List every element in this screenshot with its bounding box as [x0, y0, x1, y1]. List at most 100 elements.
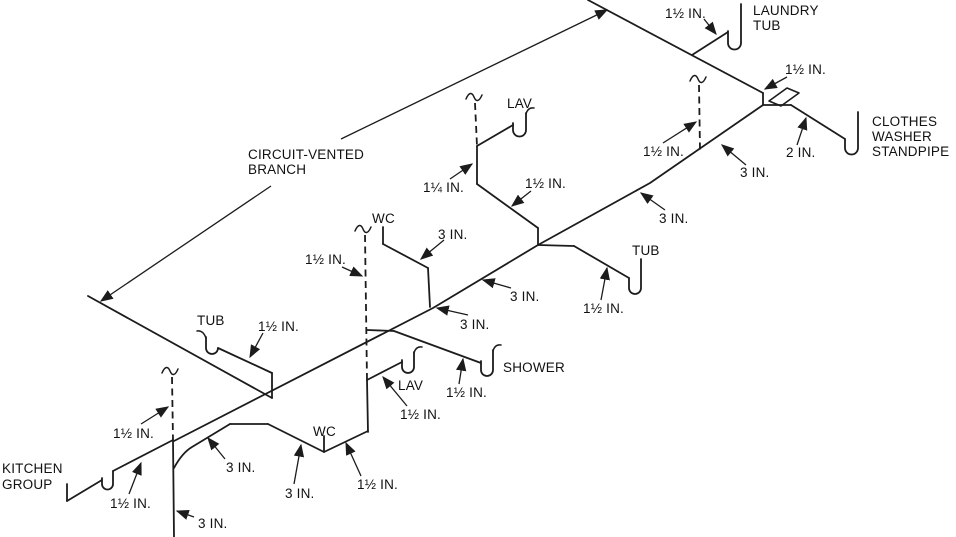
shower-inlet-hook [492, 344, 502, 352]
dim-vent-upper: 1½ IN. [643, 144, 684, 159]
upper-branch-piping [587, 0, 859, 156]
label-kitchen-group-line1: KITCHEN [2, 461, 63, 476]
kitchen-vent-break-squiggle [161, 366, 179, 376]
dim-stack-3in: 3 IN. [198, 516, 228, 531]
vent-lines [161, 74, 707, 441]
leader-branch-top-3in [721, 144, 747, 166]
label-tub-left: TUB [197, 313, 225, 328]
leader-vent-mid [341, 266, 364, 277]
shower-jog [366, 329, 395, 332]
leader-wc-lower-3in [293, 443, 305, 485]
label-lav-upper: LAV [507, 96, 532, 111]
mid-vent-dashed [364, 234, 368, 381]
dim-tub-left: 1½ IN. [258, 319, 299, 334]
lav-lower-inlet-hook [413, 346, 423, 354]
dim-stack-branch-3in: 3 IN. [226, 460, 256, 475]
leader-vent-kitchen [140, 406, 170, 425]
kitchen-branch-line-2 [112, 439, 174, 472]
wye-fitting-glyph [768, 87, 800, 107]
dim-lav-lower: 1½ IN. [400, 407, 441, 422]
caption-circuit-vented-line2: BRANCH [248, 162, 306, 177]
lav-upper-trap [512, 112, 527, 138]
wc-upper-vertical-drop [427, 267, 431, 308]
dim-branch-upper-mid-3in: 3 IN. [659, 211, 689, 226]
leader-branch-seg-left-3in [435, 305, 469, 316]
label-tub-right: TUB [632, 243, 660, 258]
branch-to-stack-curve [173, 423, 231, 469]
leader-caption-lower [99, 185, 272, 302]
lav-lower-trap [401, 351, 415, 374]
lav-upper-vent-break-squiggle [465, 92, 483, 102]
leader-vent-upper [662, 121, 698, 144]
dim-vent-kitchen: 1½ IN. [113, 426, 154, 441]
shower-trap [480, 349, 494, 377]
mid-vertical-riser [366, 379, 369, 433]
upper-branch-main-line [587, 0, 764, 94]
label-shower: SHOWER [503, 360, 565, 375]
label-wc-upper: WC [372, 211, 395, 226]
leader-standpipe-2in [796, 116, 808, 146]
leader-lav-upper-diag [510, 190, 532, 207]
dim-kitchen-branch: 1½ IN. [110, 496, 151, 511]
leader-laundry-branch [703, 18, 717, 36]
leader-lav-lower [382, 375, 408, 407]
lav-upper-diagonal [476, 183, 539, 229]
mid-vent-break-squiggle [354, 224, 372, 234]
kitchen-branch-line-1 [66, 479, 103, 502]
tub-left-inlet-hook [196, 330, 207, 339]
label-laundry-tub-line2: TUB [753, 18, 781, 33]
laundry-tub-trap [727, 3, 742, 51]
leader-wc-upper-3in [419, 239, 445, 260]
standpipe-2in-line [790, 104, 846, 140]
upper-vent-dashed [698, 84, 701, 151]
dim-vent-mid: 1½ IN. [305, 252, 346, 267]
leader-upper-transition [763, 76, 788, 90]
wc-upper-diagonal [382, 243, 429, 269]
dim-branch-seg-left-3in: 3 IN. [460, 317, 490, 332]
tub-left-assembly [196, 330, 273, 399]
wc-to-lav-diagonal [323, 430, 369, 453]
dim-wc-upper-3in: 3 IN. [438, 227, 468, 242]
lav-upper-trap-arm [476, 124, 514, 147]
dim-tub-right: 1½ IN. [583, 301, 624, 316]
lower-fixture-cluster [267, 329, 502, 453]
leader-shower [456, 357, 467, 385]
leader-stack-branch-3in [207, 436, 226, 460]
diagram-labels: LAUNDRY TUB 1½ IN. 1½ IN. CLOTHES WASHER… [2, 3, 949, 531]
tub-left-branch-line [87, 295, 273, 399]
dim-lav-upper-diag: 1½ IN. [525, 176, 566, 191]
stack-vertical [172, 439, 175, 537]
kitchen-stack-assembly [66, 423, 269, 537]
lav-upper-vent-dashed [474, 102, 478, 147]
leader-tub-left [249, 332, 264, 359]
tub-left-trap-arm [217, 347, 273, 374]
dim-wc-to-lav: 1½ IN. [357, 477, 398, 492]
wc-lower-drain-diagonal [267, 423, 325, 453]
dim-branch-top-3in: 3 IN. [740, 165, 770, 180]
upper-vent-break-squiggle [689, 74, 707, 84]
leader-branch-upper-mid-3in [639, 192, 666, 211]
label-clothes-washer-line2: WASHER [872, 129, 932, 144]
label-clothes-washer-line1: CLOTHES [872, 114, 937, 129]
dim-standpipe-2in: 2 IN. [786, 145, 816, 160]
leader-caption-upper [340, 9, 609, 140]
leader-wc-to-lav [345, 441, 362, 477]
shower-diagonal [393, 330, 482, 364]
dim-laundry-branch: 1½ IN. [665, 6, 706, 21]
leader-stack-3in [175, 509, 195, 520]
label-kitchen-group-line2: GROUP [2, 477, 53, 492]
tub-left-trap [205, 336, 219, 355]
dim-branch-seg-right-3in: 3 IN. [510, 289, 540, 304]
dim-shower: 1½ IN. [446, 385, 487, 400]
kitchen-trap [101, 470, 114, 491]
dim-wc-lower-3in: 3 IN. [285, 486, 315, 501]
tub-right-diagonal [573, 245, 630, 279]
lav-lower-trap-arm [366, 361, 403, 381]
tub-right-jog [537, 244, 575, 247]
leader-kitchen-branch [128, 461, 142, 495]
leader-branch-seg-right-3in [481, 278, 512, 289]
laundry-tub-branch [691, 31, 729, 56]
tub-right-trap [628, 258, 642, 295]
